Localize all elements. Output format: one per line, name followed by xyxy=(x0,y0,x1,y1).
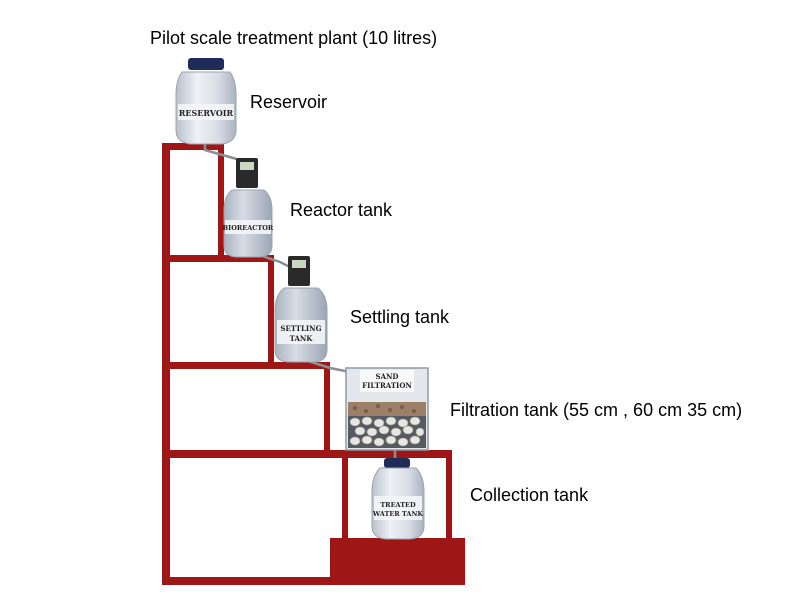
label-filtration-tank: Filtration tank (55 cm , 60 cm 35 cm) xyxy=(450,400,743,420)
page-title: Pilot scale treatment plant (10 litres) xyxy=(150,28,438,48)
filter-container-text-2: FILTRATION xyxy=(362,381,412,390)
reactor-container-text: BIOREACTOR xyxy=(223,224,274,232)
reactor-bottle: BIOREACTOR xyxy=(223,158,274,258)
settling-container-text-2: TANK xyxy=(290,334,314,343)
red-stand-frame xyxy=(162,143,465,585)
label-reservoir: Reservoir xyxy=(250,92,328,112)
label-settling-tank: Settling tank xyxy=(350,307,450,327)
label-collection-tank: Collection tank xyxy=(470,485,589,505)
label-reactor-tank: Reactor tank xyxy=(290,200,393,220)
collection-bottle: TREATED WATER TANK xyxy=(371,458,425,540)
collection-container-text-1: TREATED xyxy=(380,501,416,509)
reservoir-bottle: RESERVOIR xyxy=(175,58,237,145)
collection-container-text-2: WATER TANK xyxy=(372,510,423,518)
filter-container-text-1: SAND xyxy=(376,372,399,381)
reservoir-container-text: RESERVOIR xyxy=(179,108,234,118)
sand-filtration-tank: SAND FILTRATION xyxy=(345,367,429,451)
settling-container-text-1: SETTLING xyxy=(280,324,321,333)
settling-bottle: SETTLING TANK xyxy=(274,256,328,363)
